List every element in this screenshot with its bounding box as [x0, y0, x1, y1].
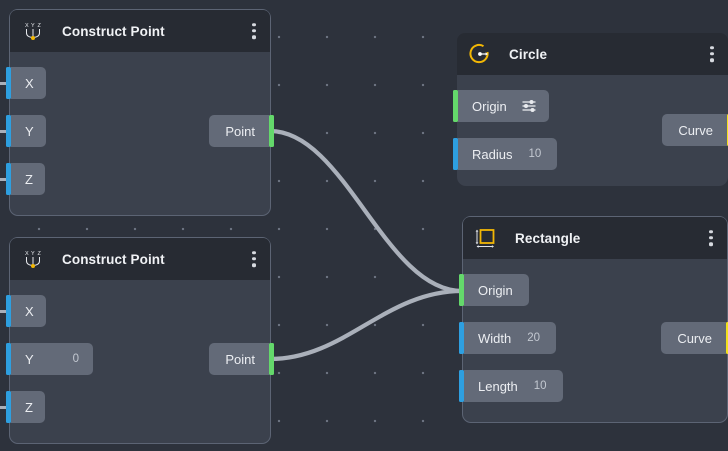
port-output-point[interactable] [269, 343, 274, 375]
input-row-y[interactable]: Y [6, 115, 46, 147]
port-input-y[interactable] [6, 115, 11, 147]
input-row-z[interactable]: Z [6, 391, 45, 423]
node-title: Construct Point [62, 251, 165, 267]
port-input-y[interactable] [6, 343, 11, 375]
input-row-origin[interactable]: Origin [453, 90, 549, 122]
svg-text:Z: Z [38, 23, 42, 29]
input-chip-width[interactable]: Width 20 [464, 322, 557, 354]
construct-point-icon: X Y Z [18, 244, 48, 274]
input-label: Width [478, 330, 512, 346]
input-chip-z[interactable]: Z [11, 163, 45, 195]
node-header[interactable]: X Y Z Construct Point [10, 238, 270, 280]
input-row-z[interactable]: Z [6, 163, 45, 195]
input-label: X [25, 303, 34, 319]
rectangle-icon [471, 223, 501, 253]
node-header[interactable]: Circle [457, 33, 728, 75]
input-row-x[interactable]: X [6, 67, 46, 99]
svg-text:Z: Z [38, 251, 42, 257]
input-label: Y [25, 123, 34, 139]
input-row-radius[interactable]: Radius 10 [453, 138, 558, 170]
node-construct-point-2[interactable]: X Y Z Construct Point X [6, 237, 274, 444]
circle-icon [465, 39, 495, 69]
output-label: Curve [677, 330, 712, 346]
port-output-curve[interactable] [726, 322, 728, 354]
kebab-menu-icon[interactable] [252, 251, 256, 267]
port-input-origin[interactable] [453, 90, 458, 122]
input-value[interactable]: 0 [72, 353, 79, 365]
node-circle[interactable]: Circle Origin [453, 33, 728, 186]
svg-text:X: X [25, 251, 29, 257]
port-input-z[interactable] [6, 391, 11, 423]
input-chip-origin[interactable]: Origin [464, 274, 529, 306]
svg-text:Y: Y [31, 23, 35, 29]
output-chip-point[interactable]: Point [209, 115, 269, 147]
output-chip-curve[interactable]: Curve [661, 322, 726, 354]
node-construct-point-1[interactable]: X Y Z Construct Point X [6, 9, 274, 216]
output-row-curve[interactable]: Curve [661, 322, 728, 354]
output-row-point[interactable]: Point [209, 343, 274, 375]
svg-text:Y: Y [31, 251, 35, 257]
port-output-point[interactable] [269, 115, 274, 147]
output-label: Point [225, 123, 255, 139]
construct-point-icon: X Y Z [18, 16, 48, 46]
output-label: Point [225, 351, 255, 367]
input-label: X [25, 75, 34, 91]
port-input-length[interactable] [459, 370, 464, 402]
sliders-icon[interactable] [521, 98, 537, 114]
input-value[interactable]: 10 [528, 148, 542, 160]
input-value[interactable]: 20 [527, 332, 541, 344]
svg-text:X: X [25, 23, 29, 29]
input-row-x[interactable]: X [6, 295, 46, 327]
input-row-y[interactable]: Y 0 [6, 343, 93, 375]
output-chip-curve[interactable]: Curve [662, 114, 727, 146]
input-chip-z[interactable]: Z [11, 391, 45, 423]
node-title: Rectangle [515, 230, 581, 246]
input-chip-origin[interactable]: Origin [458, 90, 549, 122]
wire-construct-point-1-to-rectangle [267, 128, 465, 294]
node-title: Construct Point [62, 23, 165, 39]
input-label: Z [25, 399, 33, 415]
input-row-width[interactable]: Width 20 [459, 322, 557, 354]
node-header[interactable]: Rectangle [463, 217, 727, 259]
input-row-length[interactable]: Length 10 [459, 370, 563, 402]
kebab-menu-icon[interactable] [252, 23, 256, 39]
input-label: Z [25, 171, 33, 187]
input-value[interactable]: 10 [533, 380, 547, 392]
wire-construct-point-2-to-rectangle [267, 288, 465, 362]
input-chip-radius[interactable]: Radius 10 [458, 138, 558, 170]
port-input-x[interactable] [6, 67, 11, 99]
output-label: Curve [678, 122, 713, 138]
input-chip-x[interactable]: X [11, 295, 46, 327]
input-chip-x[interactable]: X [11, 67, 46, 99]
input-row-origin[interactable]: Origin [459, 274, 529, 306]
node-title: Circle [509, 46, 548, 62]
node-header[interactable]: X Y Z Construct Point [10, 10, 270, 52]
port-input-z[interactable] [6, 163, 11, 195]
input-label: Radius [472, 146, 513, 162]
input-chip-y[interactable]: Y 0 [11, 343, 93, 375]
output-chip-point[interactable]: Point [209, 343, 269, 375]
port-input-x[interactable] [6, 295, 11, 327]
input-chip-length[interactable]: Length 10 [464, 370, 563, 402]
input-label: Origin [472, 98, 507, 114]
output-row-curve[interactable]: Curve [662, 114, 728, 146]
input-label: Length [478, 378, 518, 394]
kebab-menu-icon[interactable] [710, 46, 714, 62]
input-chip-y[interactable]: Y [11, 115, 46, 147]
output-row-point[interactable]: Point [209, 115, 274, 147]
input-label: Origin [478, 282, 513, 298]
node-rectangle[interactable]: Rectangle Origin Width 20 Length [459, 216, 728, 423]
input-label: Y [25, 351, 34, 367]
kebab-menu-icon[interactable] [709, 230, 713, 246]
